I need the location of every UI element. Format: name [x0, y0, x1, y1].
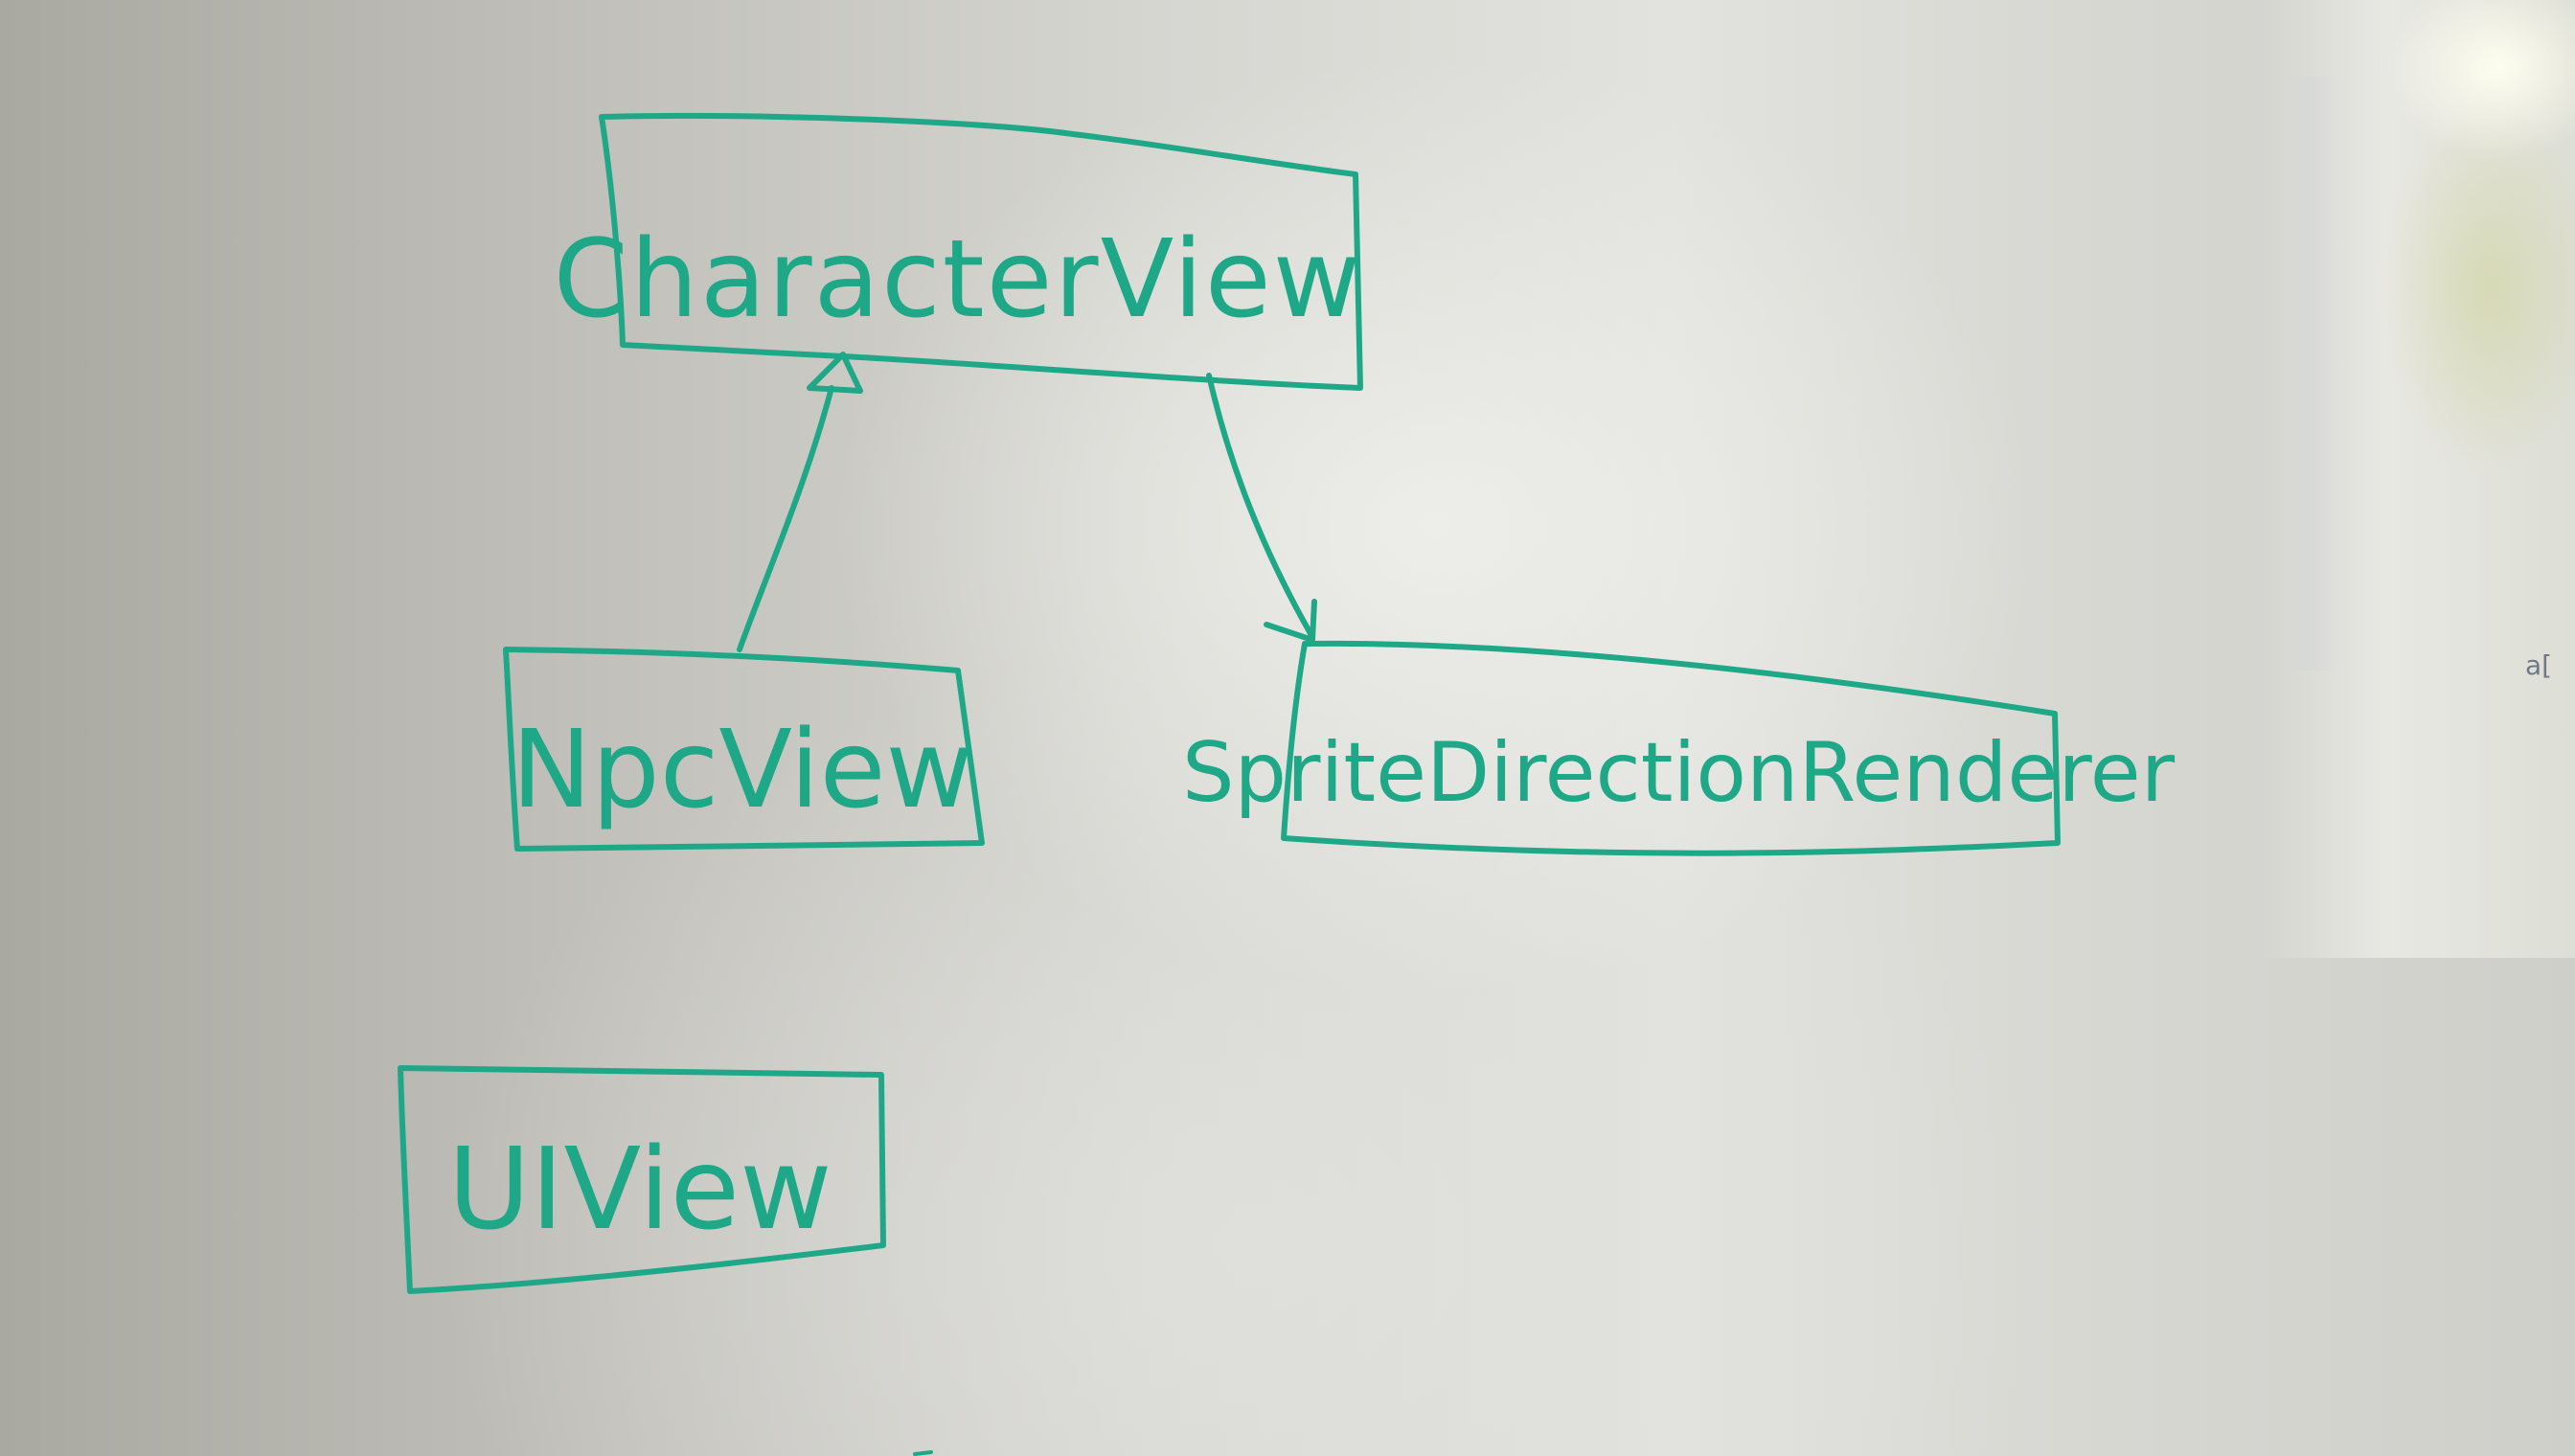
edge-character-to-sprite-association: [1206, 373, 1317, 643]
ui-view-label: UIView: [447, 1123, 832, 1255]
character-view-box: [599, 112, 1363, 391]
node-ui-view: UIView: [398, 1065, 886, 1294]
hollow-triangle-arrowhead: [807, 352, 863, 394]
edge-npc-to-character-inheritance: [737, 352, 863, 652]
marker-smudge: [913, 1450, 933, 1456]
sprite-direction-renderer-box: [1281, 640, 2061, 856]
npc-view-box: [503, 647, 985, 852]
light-glare: [2259, 0, 2575, 958]
node-sprite-direction-renderer: SpriteDirectionRenderer: [1182, 640, 2176, 856]
open-arrowhead: [1264, 599, 1317, 643]
ui-view-box: [398, 1065, 886, 1294]
npc-view-label: NpcView: [512, 708, 973, 832]
sprite-direction-renderer-label: SpriteDirectionRenderer: [1182, 725, 2176, 821]
node-npc-view: NpcView: [503, 647, 985, 852]
inheritance-line: [737, 385, 834, 652]
association-line: [1206, 373, 1315, 640]
corner-handwriting: a[: [2525, 649, 2553, 681]
node-character-view: CharacterView: [554, 112, 1363, 391]
character-view-label: CharacterView: [554, 217, 1363, 342]
